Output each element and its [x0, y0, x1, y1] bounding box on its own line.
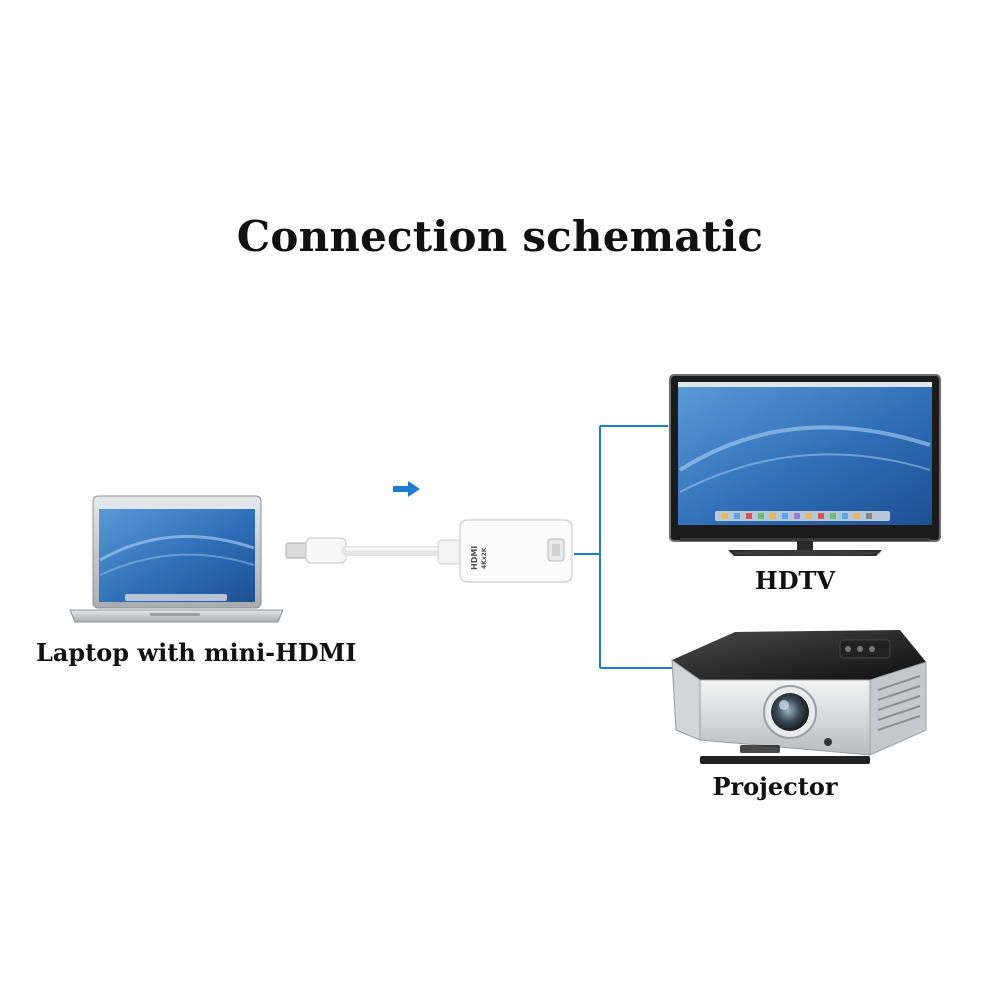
projector-label: Projector: [712, 772, 838, 801]
adapter-port-sublabel: 4Kx2K: [481, 547, 488, 569]
laptop-illustration: [69, 495, 284, 623]
diagram-title: Connection schematic: [236, 212, 764, 261]
connector-lines: [574, 425, 672, 669]
adapter-cable: [285, 519, 573, 583]
hdtv-illustration: [669, 374, 941, 556]
adapter-port-name: HDMI: [470, 545, 479, 571]
laptop-label: Laptop with mini-HDMI: [36, 638, 357, 667]
projector-illustration: [671, 630, 927, 764]
hdtv-label: HDTV: [755, 566, 835, 595]
adapter-port-label: HDMI 4Kx2K: [470, 538, 496, 578]
direction-arrow-icon: [393, 481, 420, 497]
